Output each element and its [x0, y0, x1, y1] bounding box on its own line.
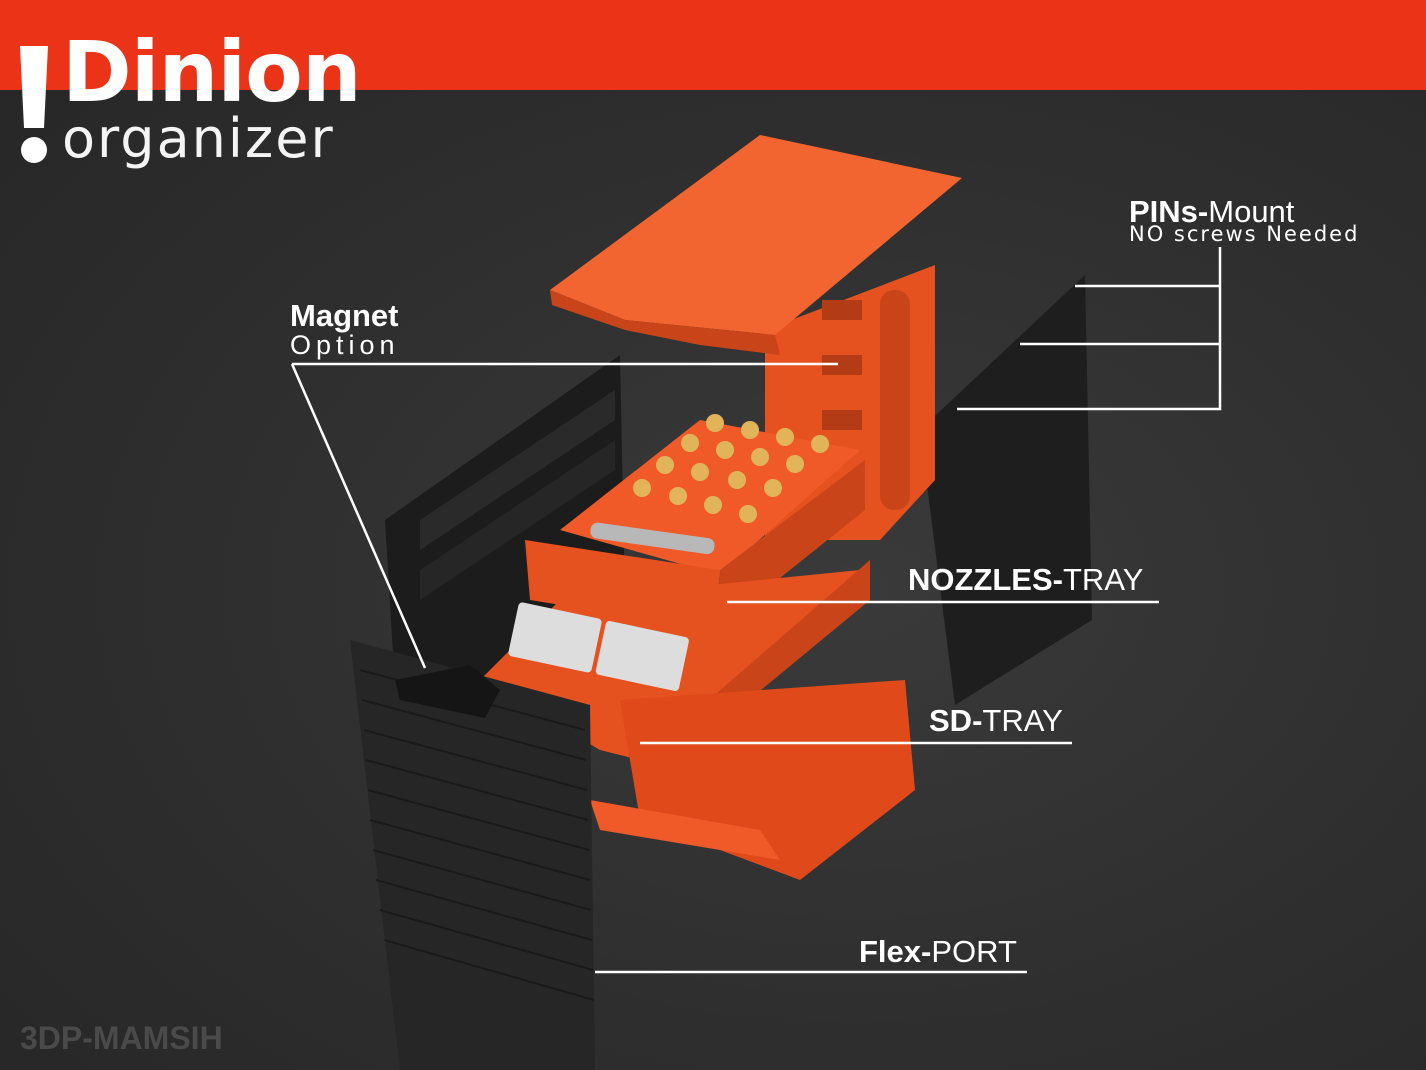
- label-sub: Option: [290, 330, 400, 360]
- label-bold: SD-: [929, 703, 983, 738]
- label-nozzles-tray: NOZZLES-TRAY: [908, 564, 1143, 595]
- label-flex-port: Flex-PORT: [859, 936, 1017, 967]
- label-light: TRAY: [982, 703, 1063, 738]
- watermark: 3DP-MAMSIH: [20, 1020, 223, 1056]
- header-band: [0, 0, 1426, 90]
- top-lid: [550, 135, 962, 335]
- label-sd-tray: SD-TRAY: [929, 705, 1063, 736]
- label-sub: NO screws Needed: [1129, 222, 1360, 246]
- label-light: PORT: [931, 934, 1017, 969]
- label-pins-mount: PINs-Mount NO screws Needed: [1129, 196, 1359, 245]
- nozzles: [633, 414, 829, 523]
- callout-lines: [290, 247, 1222, 974]
- right-pin-panel: [920, 275, 1092, 705]
- logo-title: Dinion: [62, 23, 362, 121]
- label-bold: NOZZLES-: [908, 562, 1063, 597]
- logo-subtitle: organizer: [62, 107, 335, 170]
- front-grille-panel: [350, 640, 595, 1070]
- magnet-clip: [395, 665, 500, 718]
- label-light: TRAY: [1063, 562, 1144, 597]
- label-light: Mount: [1208, 194, 1295, 229]
- nozzle-tool: [590, 522, 715, 555]
- label-magnet-option: Magnet Option: [290, 300, 400, 359]
- logo-exclamation-mark: [20, 46, 48, 163]
- label-bold: PINs-: [1129, 194, 1209, 229]
- label-bold: Magnet: [290, 298, 399, 333]
- label-bold: Flex-: [859, 934, 932, 969]
